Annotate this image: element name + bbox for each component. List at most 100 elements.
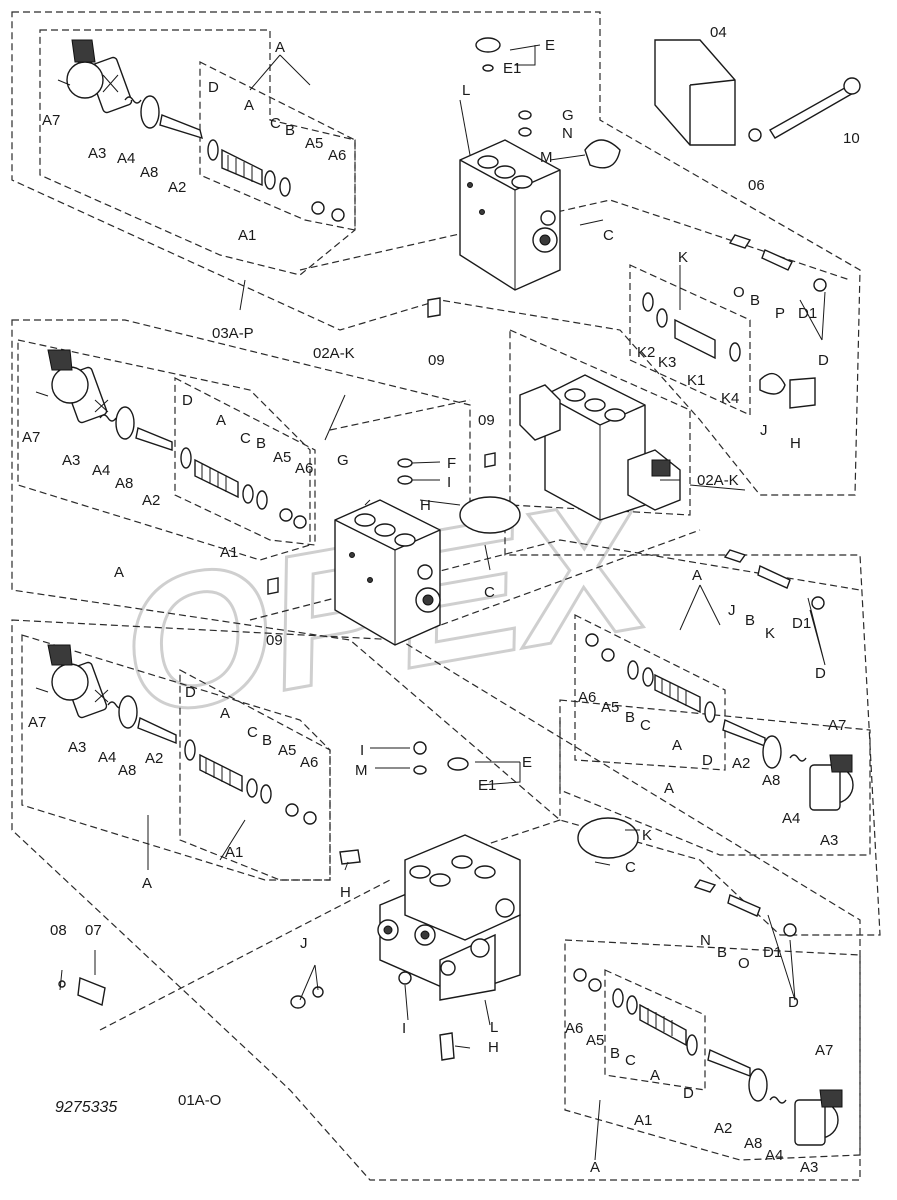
label-a5: A5 [601,699,619,716]
label-a: A [664,780,674,797]
label-d1: D1 [792,615,811,632]
label-n: N [700,932,711,949]
solenoid-group-bottom-left [35,644,317,825]
label-o: O [738,955,750,972]
label-07: 07 [85,922,102,939]
valve-section-middle [334,499,441,646]
label-a6: A6 [328,147,346,164]
label-a6: A6 [578,689,596,706]
label-k: K [765,625,775,642]
label-a1: A1 [238,227,256,244]
label-l: L [462,82,470,99]
assembly-middle-side-code: 02A-K [697,472,739,489]
label-a2: A2 [714,1120,732,1137]
label-a: A [672,737,682,754]
label-m: M [355,762,368,779]
label-e1: E1 [478,777,496,794]
label-a5: A5 [586,1032,604,1049]
label-b: B [717,944,727,961]
label-c: C [625,1052,636,1069]
drawing-reference-number: 9275335 [55,1099,117,1116]
label-m: M [540,149,553,166]
assembly-bottom-code: 01A-O [178,1092,221,1109]
label-c: C [270,115,281,132]
assembly-boundaries [11,11,881,1181]
solenoid-group-right-bottom [573,968,843,1146]
label-a2: A2 [142,492,160,509]
label-g: G [562,107,574,124]
label-a8: A8 [118,762,136,779]
label-d: D [815,665,826,682]
label-a6: A6 [295,460,313,477]
label-k2: K2 [637,344,655,361]
label-c: C [247,724,258,741]
label-g: G [337,452,349,469]
label-b: B [745,612,755,629]
label-a7: A7 [42,112,60,129]
label-c: C [240,430,251,447]
label-k1: K1 [687,372,705,389]
label-d: D [818,352,829,369]
label-b: B [256,435,266,452]
label-08: 08 [50,922,67,939]
label-e1: E1 [503,60,521,77]
label-l: L [490,1019,498,1036]
label-a7: A7 [815,1042,833,1059]
label-a4: A4 [92,462,110,479]
label-a3: A3 [800,1159,818,1176]
label-a3: A3 [820,832,838,849]
label-06: 06 [748,177,765,194]
valve-section-bottom [377,834,521,1001]
label-a4: A4 [98,749,116,766]
label-h: H [488,1039,499,1056]
label-a1: A1 [225,844,243,861]
label-a: A [114,564,124,581]
label-k3: K3 [658,354,676,371]
label-a: A [142,875,152,892]
misc-parts [58,37,861,1061]
label-b: B [610,1045,620,1062]
label-a4: A4 [765,1147,783,1164]
label-k4: K4 [721,390,739,407]
label-i: I [447,474,451,491]
assembly-top-code: 03A-P [212,325,254,342]
label-d: D [788,994,799,1011]
label-c: C [640,717,651,734]
label-d: D [182,392,193,409]
label-a8: A8 [140,164,158,181]
label-a3: A3 [88,145,106,162]
callout-labels: A D A C B A5 A6 A7 A3 A4 A8 A2 A1 03A-P … [22,24,860,1176]
label-a7: A7 [22,429,40,446]
label-b: B [750,292,760,309]
label-f: F [447,455,456,472]
label-a7: A7 [828,717,846,734]
label-a: A [590,1159,600,1176]
label-a6: A6 [300,754,318,771]
label-i: I [360,742,364,759]
label-d: D [683,1085,694,1102]
label-d: D [702,752,713,769]
label-a7: A7 [28,714,46,731]
label-a: A [220,705,230,722]
label-a2: A2 [168,179,186,196]
label-d1: D1 [763,944,782,961]
valve-section-middle-right [519,374,681,521]
label-o: O [733,284,745,301]
label-a2: A2 [732,755,750,772]
label-d: D [208,79,219,96]
leader-lines [59,44,826,1161]
label-10: 10 [843,130,860,147]
label-c: C [484,584,495,601]
label-a8: A8 [115,475,133,492]
label-n: N [562,125,573,142]
label-k: K [678,249,688,266]
label-p: P [775,305,785,322]
label-c: C [603,227,614,244]
label-a3: A3 [68,739,86,756]
label-j: J [760,422,768,439]
label-h: H [420,497,431,514]
label-a4: A4 [117,150,135,167]
solenoid-group-middle [35,349,307,529]
label-a: A [275,39,285,56]
